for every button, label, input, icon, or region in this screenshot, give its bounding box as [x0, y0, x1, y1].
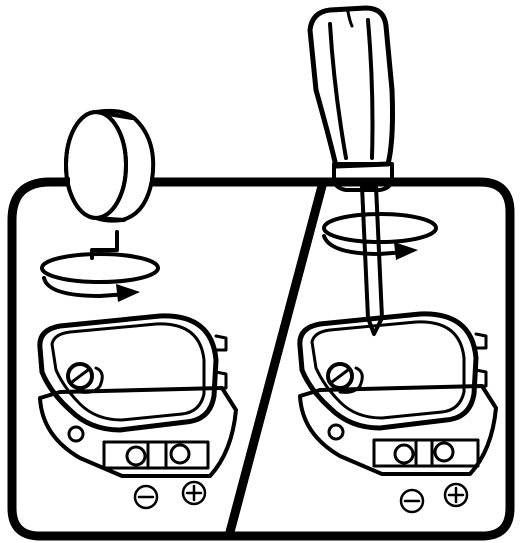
polarity-minus-symbol	[133, 484, 159, 510]
polarity-plus-symbol	[443, 482, 469, 508]
coin-icon	[64, 108, 156, 223]
left-panel	[37, 108, 238, 510]
screwdriver-icon	[307, 5, 395, 336]
battery-cover	[37, 313, 228, 433]
polarity-minus-symbol	[399, 488, 425, 514]
polarity-plus-symbol	[181, 480, 207, 506]
panel-divider	[225, 181, 327, 537]
panel-frame	[7, 177, 515, 541]
battery-cover	[297, 311, 488, 431]
cover-screw	[66, 362, 94, 390]
battery-compartment	[38, 386, 238, 478]
cover-screw	[326, 362, 354, 390]
rotate-counterclockwise-icon	[40, 252, 160, 302]
right-panel	[297, 5, 498, 514]
battery-compartment	[298, 384, 498, 476]
